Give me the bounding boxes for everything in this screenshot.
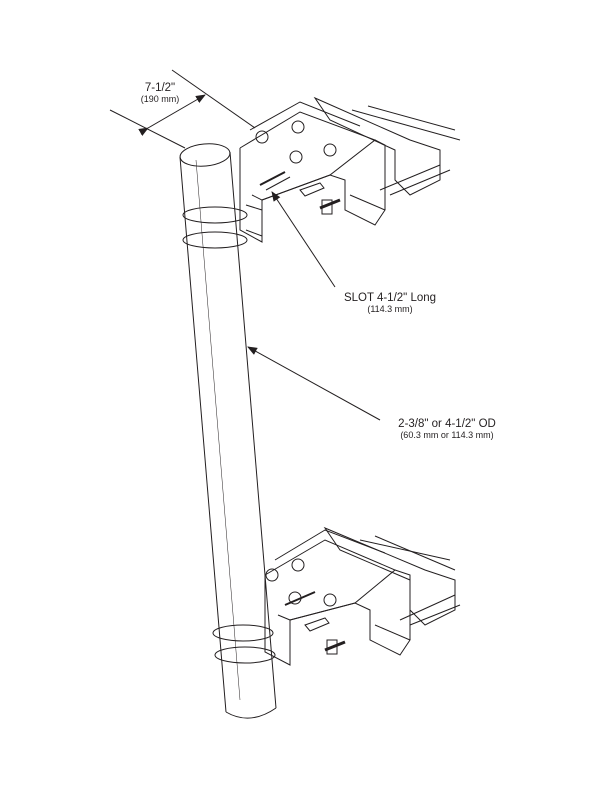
pipe-od-metric: (60.3 mm or 114.3 mm)	[400, 430, 494, 440]
pipe-od-leader	[247, 346, 381, 421]
slot-metric: (114.3 mm)	[367, 304, 413, 314]
pipe-od-text: 2-3/8" or 4-1/2" OD	[398, 418, 496, 430]
slot-text: SLOT 4-1/2" Long	[343, 292, 437, 304]
pipe	[179, 143, 277, 719]
width-dimension-text: 7-1/2"	[144, 82, 176, 94]
width-dimension	[109, 69, 256, 149]
upper-bracket	[182, 96, 461, 249]
width-dimension-label: 7-1/2" (190 mm)	[120, 82, 200, 104]
lower-bracket	[212, 526, 461, 666]
slot-label: SLOT 4-1/2" Long (114.3 mm)	[320, 292, 460, 314]
width-dimension-metric: (190 mm)	[140, 94, 180, 104]
pipe-od-label: 2-3/8" or 4-1/2" OD (60.3 mm or 114.3 mm…	[372, 418, 522, 440]
slot-leader	[271, 191, 336, 288]
